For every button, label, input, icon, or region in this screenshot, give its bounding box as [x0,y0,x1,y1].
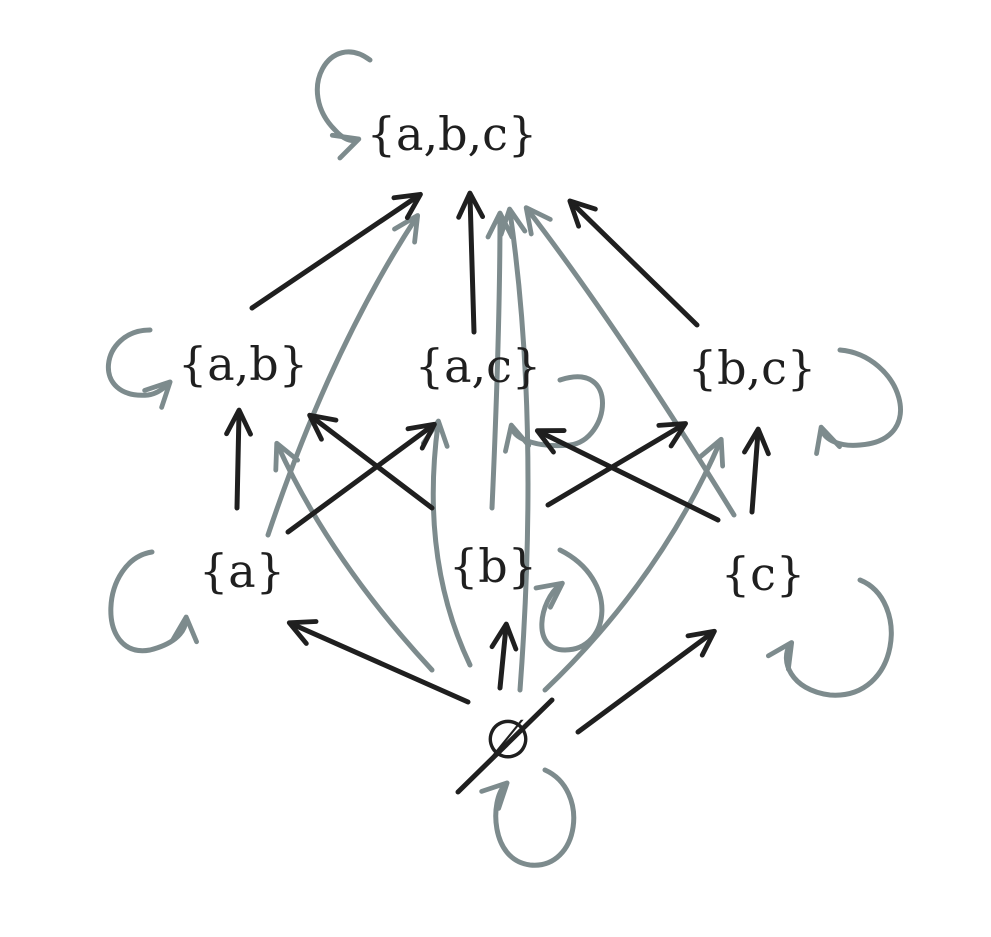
self-loop-a [108,549,199,654]
edge-ac-abc [456,190,486,335]
self-loop-empty [479,767,577,868]
transitive-edge-b-abc [485,210,515,511]
self-loop-abc [314,49,373,161]
self-loop-bc [814,347,903,456]
empty-set-slash [455,697,555,795]
edge-c-ac [534,428,721,523]
edge-empty-a [286,619,471,705]
hasse-edges [224,190,771,735]
edge-c-bc [742,426,771,515]
edge-b-ab [307,412,435,511]
node-bc-label: {b,c} [688,341,816,395]
edge-ab-abc [249,191,423,311]
edge-b-bc [545,421,688,508]
transitive-edge-empty-abc [498,206,531,693]
transitive-edge-empty-ab [273,440,435,673]
self-loop-b [533,547,605,653]
transitive-edge-empty-ac [420,418,473,668]
self-loops [106,49,903,868]
node-labels: {a,b,c} {a,b} {a,c} {b,c} {a} {b} {c} ∅ [178,107,816,795]
edge-bc-abc [567,198,700,328]
node-c-label: {c} [721,547,805,601]
node-ab-label: {a,b} [178,337,308,391]
self-loop-c [765,577,894,698]
transitive-edge-c-abc [523,205,737,518]
transitive-edges [265,205,737,693]
node-a-label: {a} [199,544,285,598]
edge-a-ab [224,407,253,511]
edge-empty-c [575,628,717,735]
transitive-edge-empty-bc [542,436,726,693]
transitive-edge-a-abc [265,213,421,538]
edge-empty-b [489,621,519,691]
self-loop-ab [106,327,173,410]
node-ac-label: {a,c} [415,339,541,393]
self-loop-ac [503,374,605,454]
node-abc-label: {a,b,c} [367,107,537,161]
node-b-label: {b} [449,539,537,593]
edge-a-ac [285,421,437,535]
